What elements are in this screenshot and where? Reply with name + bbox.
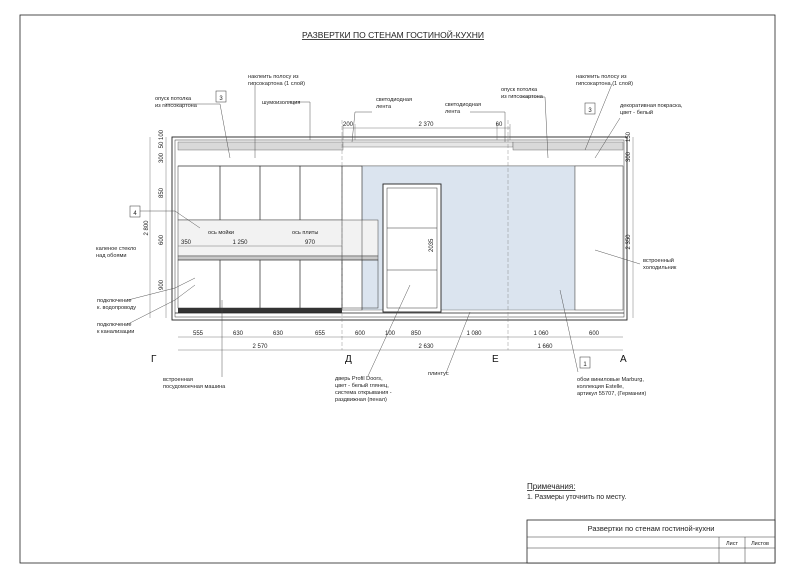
stamp-title: Развертки по стенам гостиной-кухни: [588, 524, 715, 533]
label-door: дверь Profil Doors,цвет - белый глянец,с…: [335, 376, 392, 403]
callout-1-box: [579, 356, 591, 369]
dim-b-1080: 1 080: [466, 331, 482, 337]
dim-right-300: 300: [626, 151, 632, 162]
kitchen-plinth: [178, 308, 342, 313]
dim-right-2350: 2 350: [626, 234, 632, 250]
worktop: [177, 255, 379, 261]
label-soundproofing: шумоизоляция: [262, 100, 300, 106]
notes-heading: Примечания:: [527, 482, 575, 491]
dim-b-850: 850: [411, 331, 422, 337]
dim-b-655: 655: [315, 331, 326, 337]
dim-sink-350: 350: [181, 240, 192, 246]
callout-3-left: 3: [219, 96, 223, 102]
label-decor-paint: декоративная покраска,цвет - белый: [620, 103, 683, 116]
callout-3-right: 3: [588, 108, 592, 114]
dim-left-300: 300: [159, 152, 165, 163]
drawing-title: РАЗВЕРТКИ ПО СТЕНАМ ГОСТИНОЙ-КУХНИ: [302, 29, 484, 40]
callout-3-right-box: [584, 102, 596, 115]
stamp-sheets: Листов: [751, 541, 769, 547]
dim-top-2370: 2 370: [418, 122, 434, 128]
dim-b-630b: 630: [273, 331, 284, 337]
dim-sink-1250: 1 250: [232, 240, 248, 246]
dim-left-900: 900: [159, 279, 165, 290]
leader-lines: [127, 83, 641, 377]
top-dimension-chain: [342, 124, 511, 140]
dim-top-60: 60: [496, 122, 503, 128]
dim-b-555: 555: [193, 331, 204, 337]
notes-item-1: 1. Размеры уточнить по месту.: [527, 494, 626, 501]
dim-left-100: 100: [159, 129, 165, 140]
dim-left-2800: 2 800: [144, 220, 150, 236]
dim-b-600: 600: [355, 331, 366, 337]
ceiling-drop-right: [512, 141, 624, 151]
callout-4-box: [129, 205, 141, 218]
sink-axis-label: ось мойки: [208, 229, 234, 236]
axis-g: Г: [151, 354, 157, 365]
dim-top-200: 200: [343, 122, 354, 128]
dim-left-850: 850: [159, 187, 165, 198]
axis-e: Е: [492, 354, 499, 365]
dim-b-1060: 1 060: [533, 331, 549, 337]
axis-d: Д: [345, 354, 352, 365]
dim-left-50: 50: [159, 141, 165, 148]
dim-b-100: 100: [385, 331, 396, 337]
ceiling-drop-left: [177, 141, 344, 151]
sliding-door: [382, 183, 442, 313]
built-in-fridge: [574, 165, 624, 311]
glass-apron: [177, 219, 379, 257]
upper-cabinets: [177, 165, 343, 221]
dim-b-600b: 600: [589, 331, 600, 337]
dim-total-2570: 2 570: [252, 344, 268, 350]
label-plinth: плинтус: [428, 371, 449, 377]
stove-axis-label: ось плиты: [292, 230, 318, 236]
stamp-sheet: Лист: [726, 541, 738, 547]
callout-4: 4: [133, 211, 137, 217]
dim-left-600: 600: [159, 234, 165, 245]
dim-total-2630: 2 630: [418, 344, 434, 350]
dim-right-150: 150: [626, 131, 632, 142]
bottom-dimension-lines: [178, 336, 623, 351]
left-dimension-chain: [149, 137, 167, 318]
elevation-frame: [171, 136, 628, 321]
elevation-inner-frame: [174, 139, 625, 318]
lower-cabinets: [177, 259, 379, 309]
title-block: [526, 519, 776, 564]
label-wallpaper: обои виниловые Marburg,коллекция Estelle…: [577, 377, 646, 397]
dim-b-630a: 630: [233, 331, 244, 337]
dim-sink-970: 970: [305, 240, 316, 246]
axis-a: А: [620, 354, 627, 365]
callout-3-left-box: [215, 90, 227, 103]
dim-total-1660: 1 660: [537, 344, 553, 350]
ceiling-band-middle: [342, 141, 514, 148]
axis-lines: [341, 120, 509, 350]
sheet-frame: [19, 14, 776, 564]
door-height: 2035: [429, 238, 435, 252]
callout-1: 1: [583, 362, 587, 368]
